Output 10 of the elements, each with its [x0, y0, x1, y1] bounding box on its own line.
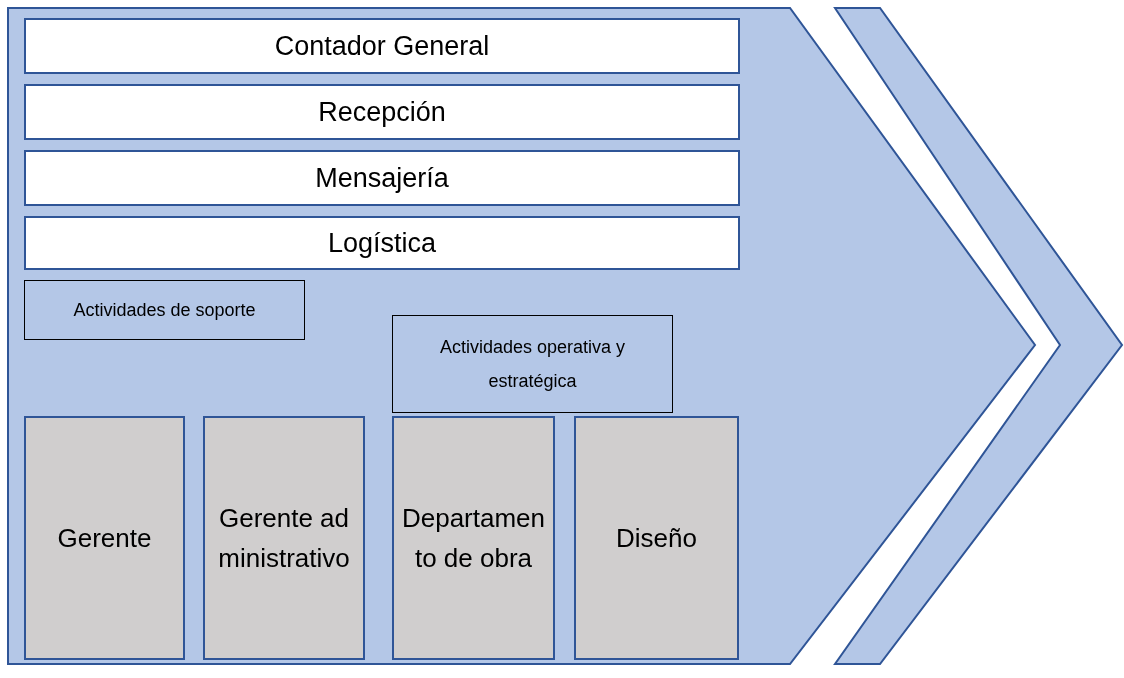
section-label: Actividades de soporte — [24, 280, 305, 340]
activity-bar: Recepción — [24, 84, 740, 140]
activity-column: Gerente — [24, 416, 185, 660]
activity-column: Gerente administrativo — [203, 416, 365, 660]
activity-bar: Mensajería — [24, 150, 740, 206]
section-label: Actividades operativa y estratégica — [392, 315, 673, 413]
activity-bar: Logística — [24, 216, 740, 270]
activity-column: Diseño — [574, 416, 739, 660]
activity-column: Departamento de obra — [392, 416, 555, 660]
activity-bar: Contador General — [24, 18, 740, 74]
